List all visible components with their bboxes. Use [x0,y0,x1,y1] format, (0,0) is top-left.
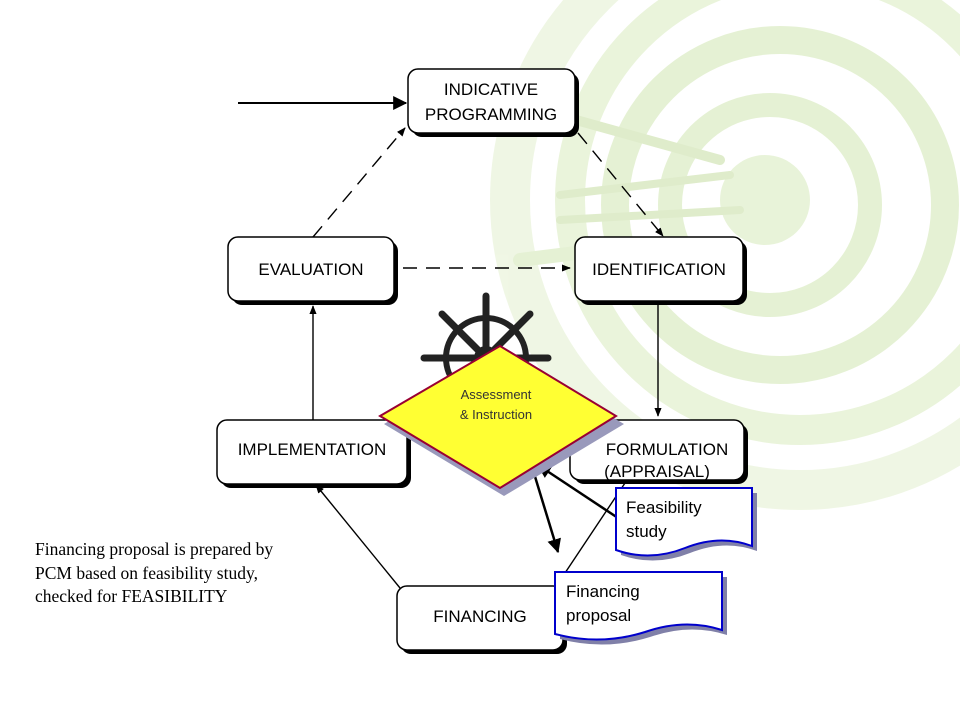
financing-proposal-line1: Financing [566,582,640,601]
diamond-line1: Assessment [461,387,532,402]
node-evaluation: EVALUATION [227,236,398,305]
document-to-assessment-arrows [531,463,619,554]
node-identification: IDENTIFICATION [574,236,747,305]
financing-proposal-note: Financing proposal is prepared by PCM ba… [35,539,274,606]
financing-label: FINANCING [433,607,527,626]
formulation-line2: (APPRAISAL) [604,462,710,481]
assessment-diamond: Assessment & Instruction [378,344,624,496]
node-implementation: IMPLEMENTATION [216,419,411,488]
indicative-line2: PROGRAMMING [425,105,557,124]
node-formulation: FORMULATION (APPRAISAL) [569,419,748,484]
indicative-line1: INDICATIVE [444,80,538,99]
feasibility-line2: study [626,522,667,541]
feasibility-line1: Feasibility [626,498,702,517]
background-target-art [490,0,960,510]
evaluation-label: EVALUATION [258,260,363,279]
document-feasibility-study: Feasibility study [615,487,757,561]
identification-label: IDENTIFICATION [592,260,726,279]
financing-proposal-line2: proposal [566,606,631,625]
dashed-connectors [312,127,664,272]
formulation-line1: FORMULATION [606,440,728,459]
node-financing: FINANCING [396,585,567,654]
implementation-label: IMPLEMENTATION [238,440,387,459]
document-financing-proposal: Financing proposal [554,571,727,645]
node-indicative-programming: INDICATIVE PROGRAMMING [407,68,579,137]
diamond-line2: & Instruction [460,407,532,422]
